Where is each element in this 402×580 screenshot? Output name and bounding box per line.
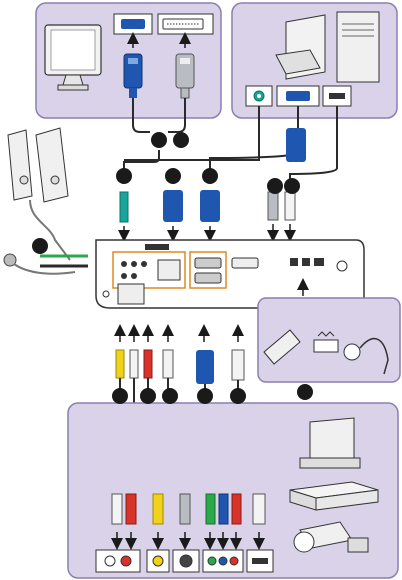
speaker-cable (29, 199, 71, 261)
keyboard-icon (313, 331, 339, 353)
component-plugs (205, 493, 242, 525)
badge-audio-in (116, 168, 132, 184)
monitor-panel (35, 2, 222, 119)
badge-vga-in-2 (202, 168, 218, 184)
badge-composite (140, 388, 156, 404)
camcorder-icon (293, 521, 369, 553)
dvi-port-icon (157, 13, 214, 35)
badge-usb-reader (284, 178, 300, 194)
computer-panel (231, 2, 398, 119)
input-plugs (119, 128, 306, 223)
badge-monitor-dvi (173, 132, 189, 148)
microphone-icon (3, 253, 76, 275)
badge-hdmi (230, 388, 246, 404)
av-device-panel (67, 402, 399, 579)
pc-usb-port-icon (322, 85, 352, 107)
badge-usb-pc (267, 178, 283, 194)
bottom-plugs (115, 349, 245, 384)
badge-speaker (32, 238, 48, 254)
badge-usb-device (297, 384, 313, 400)
dvi-plug-icon (175, 53, 195, 99)
audio-out-port-icon (245, 85, 273, 107)
up-arrows-bottom (114, 278, 309, 342)
badge-monitor-vga (151, 132, 167, 148)
pc-vga-port-icon (276, 85, 320, 107)
dvd-player-icon (289, 481, 379, 511)
cable-box-icon (299, 417, 361, 469)
projector-rear-panel-icon (95, 239, 365, 309)
down-arrows-bottom (111, 532, 265, 550)
badge-vga-in-1 (165, 168, 181, 184)
usb-camera-icon (343, 337, 389, 375)
composite-plug (152, 493, 164, 525)
desktop-computer-icon (275, 11, 380, 83)
usb-device-panel (257, 297, 401, 383)
vga-port-icon (113, 13, 153, 35)
audio-rca-plugs (111, 493, 137, 525)
hdmi-plug (252, 493, 266, 525)
badge-svideo (162, 388, 178, 404)
av-ports-row (95, 549, 274, 573)
monitor-icon (44, 24, 102, 91)
down-arrows-top (118, 224, 296, 242)
svideo-plug (179, 493, 191, 525)
vga-plug-icon (123, 53, 143, 98)
speakers-icon (7, 127, 69, 203)
badge-component (197, 388, 213, 404)
usb-stick-icon (263, 329, 301, 365)
badge-audio-rca (112, 388, 128, 404)
